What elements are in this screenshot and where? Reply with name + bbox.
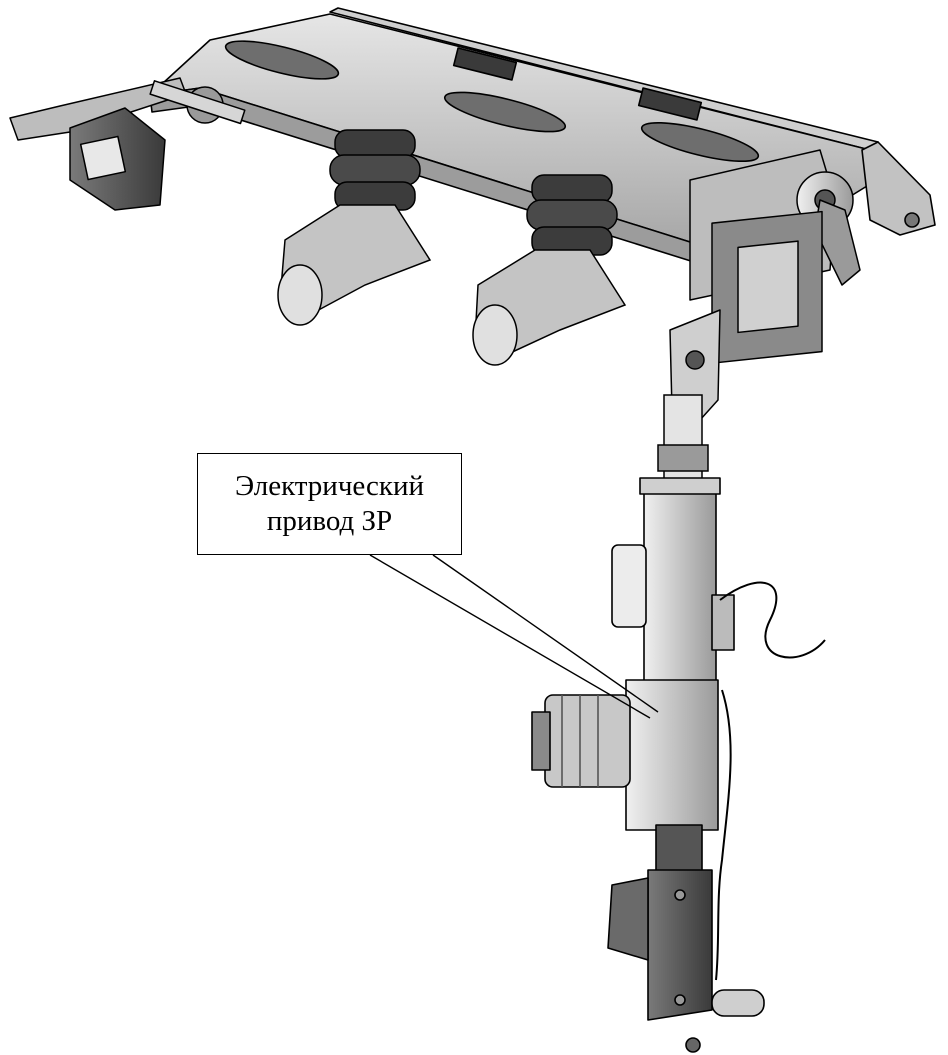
slot-3 [640,121,760,163]
leader-line-1 [369,554,651,719]
right-end-bolt [904,212,920,228]
rod-upper [663,394,703,491]
electric-actuator [531,477,735,831]
insulator-1 [277,129,432,326]
top-block-2 [637,87,703,121]
callout-line-1: Электрический [234,470,425,502]
drive-rod [657,394,709,491]
foot-roller [711,989,765,1017]
slot-1 [224,40,340,80]
gear-segment [607,877,649,961]
capacitor [611,544,647,628]
slot-2 [443,91,567,133]
electric-drive-callout: Электрический привод ЗР [197,453,462,555]
u-bracket-window [737,240,799,334]
left-shaft [149,80,246,125]
left-mechanism [9,77,246,211]
top-frame [149,7,936,263]
drive-bracket [669,149,861,421]
actuator-gearbox [625,679,719,831]
insulator-2 [472,174,627,366]
leader-line-2 [432,554,659,713]
lower-plate [647,869,713,1021]
actuator-collar [639,477,721,495]
motor-body [544,694,631,788]
limit-switch [711,594,735,651]
lower-mount [607,824,765,1053]
actuator-tube [643,481,717,693]
callout-line-2: привод ЗР [266,505,393,537]
top-block-1 [452,47,518,81]
bottom-bolt [685,1037,701,1053]
position-indicator-label [79,135,127,181]
right-end-bracket [861,141,936,236]
cable [715,581,826,981]
motor-endcap [531,711,551,771]
rod-coupling [657,444,709,472]
